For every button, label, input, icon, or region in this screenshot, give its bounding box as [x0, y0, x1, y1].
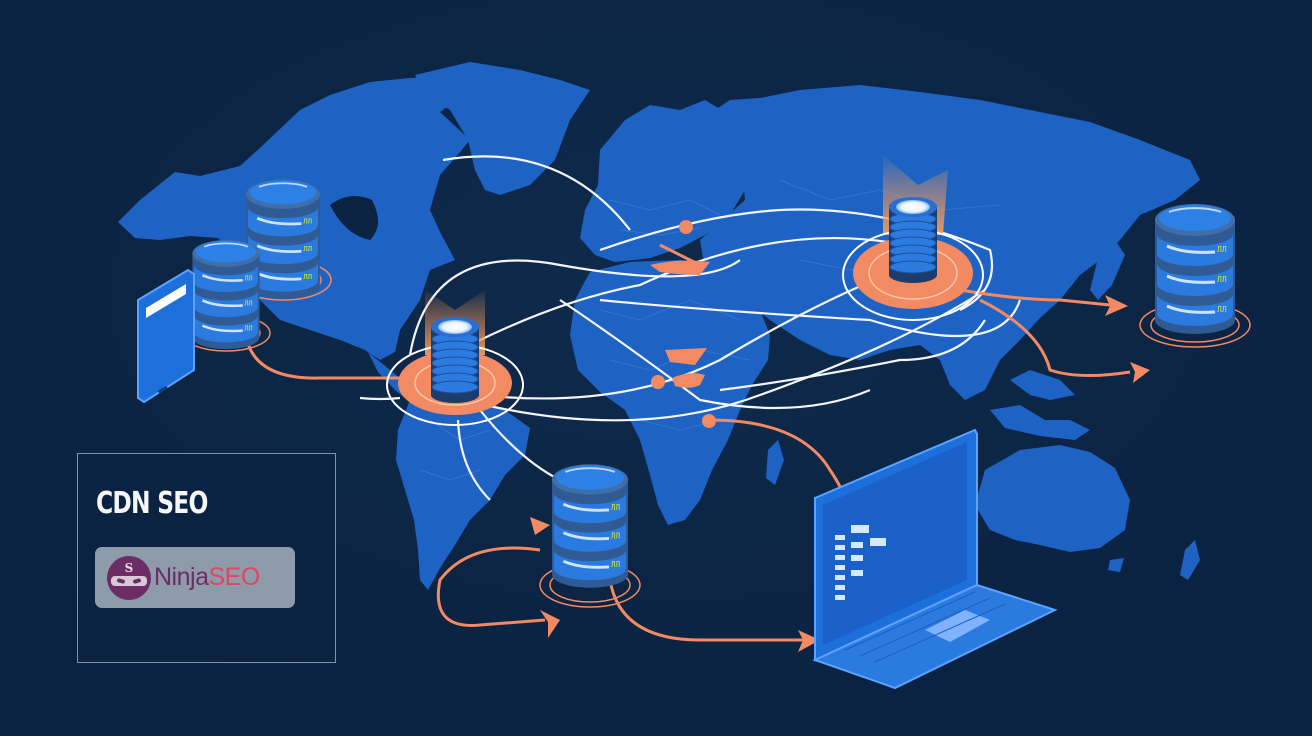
continent-greenland — [415, 62, 590, 195]
hub-server-asia — [842, 155, 984, 321]
logo-letter: S — [124, 560, 134, 575]
edge-server-north-america-front — [181, 238, 271, 352]
caption-title: CDN SEO — [96, 486, 208, 521]
brand-name-part2: SEO — [208, 563, 260, 591]
ninja-logo-icon: S — [107, 555, 151, 600]
brand-badge[interactable]: S NinjaSEO — [95, 547, 295, 608]
laptop-device — [812, 428, 1058, 690]
hub-server-americas — [386, 290, 524, 426]
edge-server-pacific — [1139, 202, 1251, 348]
network-dots — [651, 220, 716, 428]
edge-server-south-atlantic — [539, 462, 641, 608]
smartphone-device — [137, 268, 195, 404]
brand-name-part1: Ninja — [154, 563, 209, 591]
brand-name: NinjaSEO — [154, 563, 260, 592]
continent-asia — [700, 85, 1200, 400]
arrow-heads — [530, 260, 1150, 652]
continent-south-america — [396, 390, 530, 590]
continent-australia — [975, 445, 1130, 552]
caption-panel: CDN SEO S NinjaSEO — [77, 453, 336, 663]
continent-africa — [570, 260, 770, 525]
